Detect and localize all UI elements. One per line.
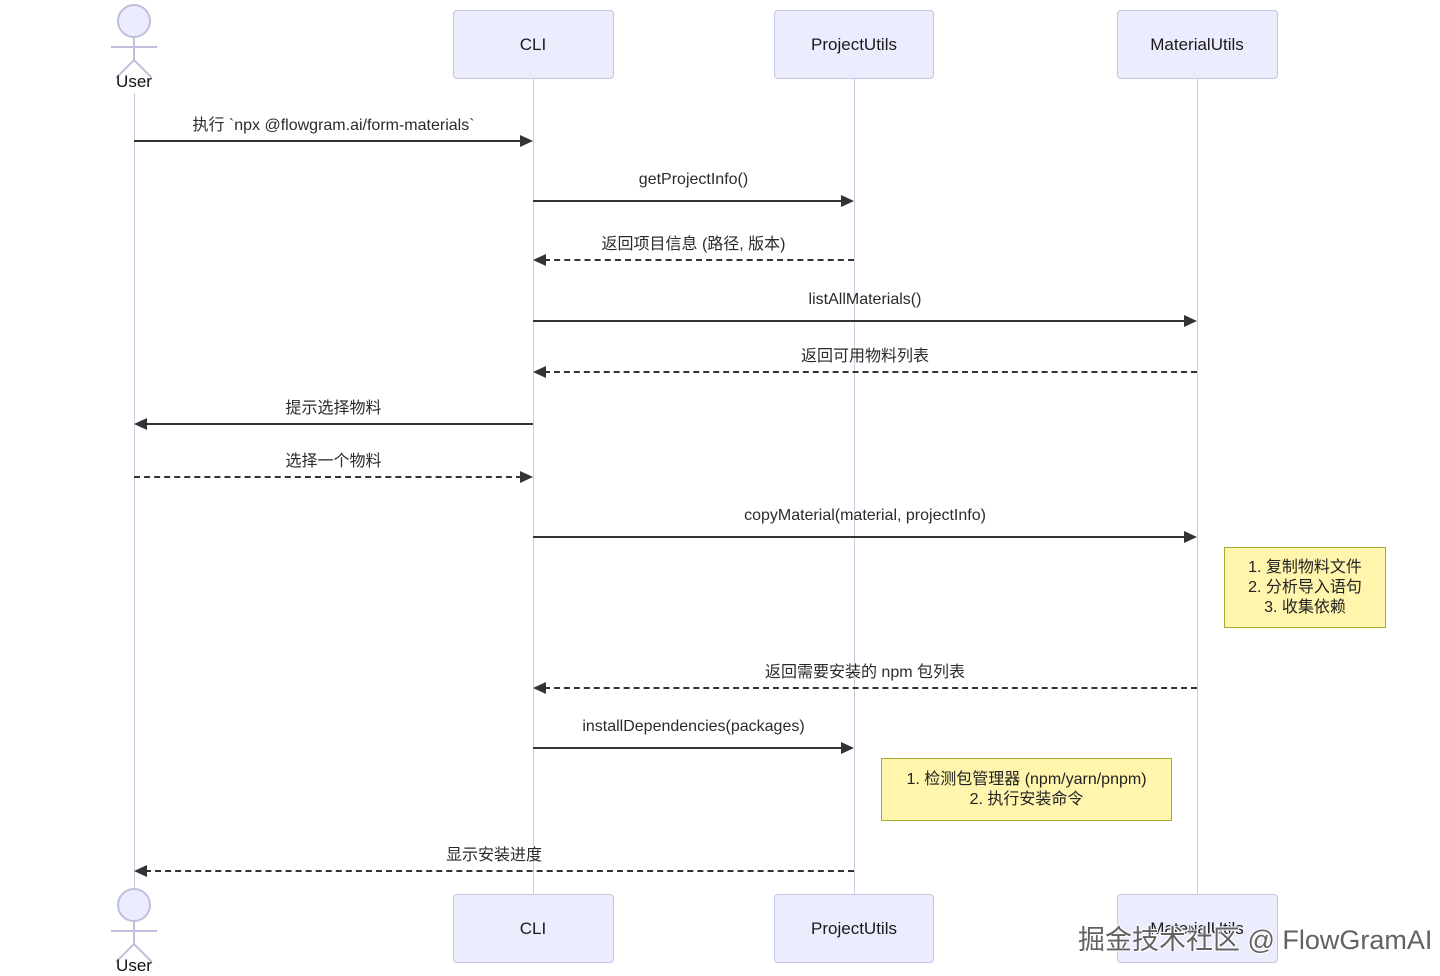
lifeline-cli [532,79,534,894]
note-0-line-0: 1. 复制物料文件 [1248,558,1362,576]
message-arrowhead-3-icon [1184,315,1197,327]
actor-label-user-bottom: User [116,956,152,975]
message-label-8: 返回需要安装的 npm 包列表 [764,664,966,681]
lifeline-projectutils [853,79,855,894]
lifeline-materialutils [1196,79,1198,894]
note-1-line-0: 1. 检测包管理器 (npm/yarn/pnpm) [906,770,1147,788]
message-line-0 [134,140,522,142]
message-line-9 [533,747,843,749]
message-label-4: 返回可用物料列表 [800,348,930,365]
actor-figure-user-bottom-icon [111,888,157,963]
message-line-4 [544,371,1197,373]
note-1: 1. 检测包管理器 (npm/yarn/pnpm) 2. 执行安装命令 [881,758,1172,821]
actor-label-user-top: User [116,72,152,91]
message-arrowhead-0-icon [520,135,533,147]
message-label-1: getProjectInfo() [638,171,749,188]
note-0-line-1: 2. 分析导入语句 [1248,578,1362,596]
message-line-3 [533,320,1186,322]
message-arrowhead-9-icon [841,742,854,754]
message-label-9: installDependencies(packages) [582,718,805,735]
message-arrowhead-8-icon [533,682,546,694]
message-arrowhead-5-icon [134,418,147,430]
participant-box-projectutils-bottom: ProjectUtils [774,894,934,963]
message-label-2: 返回项目信息 (路径, 版本) [601,236,786,253]
message-label-6: 选择一个物料 [285,453,382,470]
actor-figure-user-top-icon [111,4,157,79]
note-0: 1. 复制物料文件 2. 分析导入语句 3. 收集依赖 [1224,547,1386,628]
message-line-7 [533,536,1186,538]
lifeline-user [133,93,135,888]
message-label-7: copyMaterial(material, projectInfo) [744,507,986,524]
message-line-5 [145,423,533,425]
message-arrowhead-10-icon [134,865,147,877]
message-line-8 [544,687,1197,689]
message-arrowhead-4-icon [533,366,546,378]
message-arrowhead-1-icon [841,195,854,207]
message-label-5: 提示选择物料 [285,400,382,417]
participant-box-materialutils-top: MaterialUtils [1116,10,1278,79]
message-line-1 [533,200,843,202]
message-line-6 [134,476,522,478]
message-line-10 [145,870,854,872]
message-line-2 [544,259,854,261]
message-arrowhead-7-icon [1184,531,1197,543]
message-arrowhead-2-icon [533,254,546,266]
message-arrowhead-6-icon [520,471,533,483]
message-label-3: listAllMaterials() [808,291,922,308]
note-0-line-2: 3. 收集依赖 [1264,598,1346,616]
participant-box-cli-top: CLI [452,10,614,79]
note-1-line-1: 2. 执行安装命令 [969,790,1084,808]
watermark: 掘金技术社区 @ FlowGramAI [1078,925,1433,955]
participant-box-materialutils-bottom: MaterialUtils [1116,894,1278,963]
message-label-10: 显示安装进度 [445,847,543,864]
participant-box-projectutils-top: ProjectUtils [774,10,934,79]
message-label-0: 执行 `npx @flowgram.ai/form-materials` [192,117,475,134]
participant-box-cli-bottom: CLI [452,894,614,963]
